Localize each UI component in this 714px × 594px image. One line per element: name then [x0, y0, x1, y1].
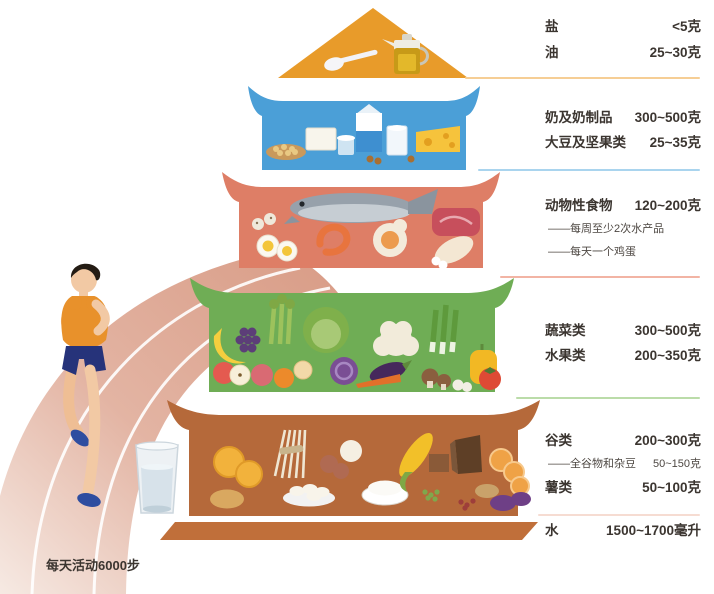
water-label: 水 [545, 523, 559, 538]
oil-bottle-icon [382, 34, 429, 74]
legend-row-dairy: 奶及奶制品 300~500克 [545, 110, 701, 126]
legend-row-tubers: 薯类 50~100克 [545, 480, 701, 496]
pyramid-base-bar [160, 522, 538, 540]
divider-oils [465, 77, 700, 79]
dairy-foods-illustration [266, 104, 460, 165]
whole-grains-label: ——全谷物和杂豆 [548, 458, 636, 470]
soy-nuts-label: 大豆及坚果类 [545, 135, 626, 150]
oil-value: 25~30克 [649, 45, 701, 60]
runner-neck [79, 289, 88, 298]
runner-hair [70, 263, 101, 281]
produce-foods-illustration [213, 294, 501, 392]
animal-foods-illustration [252, 189, 480, 268]
legend-row-salt: 盐 <5克 [545, 19, 701, 35]
legend-row-grains: 谷类 200~300克 [545, 433, 701, 449]
water-glass-icon [135, 441, 179, 514]
legend-row-oil: 油 25~30克 [545, 45, 701, 61]
vegetables-value: 300~500克 [634, 323, 701, 338]
dairy-label: 奶及奶制品 [545, 110, 613, 125]
runner-back-leg [63, 364, 84, 438]
animal-label: 动物性食物 [545, 198, 613, 213]
fruits-value: 200~350克 [634, 348, 701, 363]
tubers-label: 薯类 [545, 480, 572, 495]
salt-label: 盐 [545, 19, 559, 34]
fruits-label: 水果类 [545, 348, 586, 363]
oil-label: 油 [545, 45, 559, 60]
activity-note: 每天活动6000步 [46, 558, 140, 573]
legend-row-soy-nuts: 大豆及坚果类 25~35克 [545, 135, 701, 151]
runner-front-arm [91, 299, 110, 336]
legend-row-water: 水 1500~1700毫升 [545, 523, 701, 539]
pyramid-tier-produce [190, 278, 514, 392]
grain-foods-illustration [210, 429, 531, 511]
animal-note-1: ——每周至少2次水产品 [548, 222, 701, 236]
divider-produce [516, 397, 700, 399]
legend-row-vegetables: 蔬菜类 300~500克 [545, 323, 701, 339]
pyramid-tier-grains [167, 400, 540, 516]
runner-front-shoe [77, 493, 101, 507]
animal-note-2-text: ——每天一个鸡蛋 [548, 246, 636, 258]
animal-note-2: ——每天一个鸡蛋 [548, 245, 701, 259]
grains-value: 200~300克 [634, 433, 701, 448]
pyramid-tier-dairy [248, 86, 480, 170]
legend-row-fruits: 水果类 200~350克 [545, 348, 701, 364]
pyramid-tier-oils [278, 8, 468, 78]
divider-dairy [478, 169, 700, 171]
animal-value: 120~200克 [634, 198, 701, 213]
salt-value: <5克 [672, 19, 701, 34]
vegetables-label: 蔬菜类 [545, 323, 586, 338]
legend-row-whole-grains: ——全谷物和杂豆 50~150克 [548, 457, 701, 471]
grains-label: 谷类 [545, 433, 572, 448]
runner-head [71, 267, 97, 293]
runner-shorts [62, 346, 106, 375]
divider-water [538, 514, 700, 516]
runner-sleeve [68, 296, 82, 310]
divider-animal [500, 276, 700, 278]
runner-front-leg [82, 364, 101, 498]
animal-note-1-text: ——每周至少2次水产品 [548, 223, 665, 235]
runner-back-shoe [70, 429, 90, 447]
runner-illustration [61, 263, 110, 507]
dairy-value: 300~500克 [634, 110, 701, 125]
tier-oils-shape [278, 8, 468, 78]
soy-nuts-value: 25~35克 [649, 135, 701, 150]
whole-grains-value: 50~150克 [652, 458, 701, 470]
tubers-value: 50~100克 [642, 480, 701, 495]
spoon-icon [324, 49, 378, 71]
pyramid-tier-animal [222, 172, 500, 268]
water-value: 1500~1700毫升 [606, 523, 701, 538]
legend-row-animal: 动物性食物 120~200克 [545, 198, 701, 214]
